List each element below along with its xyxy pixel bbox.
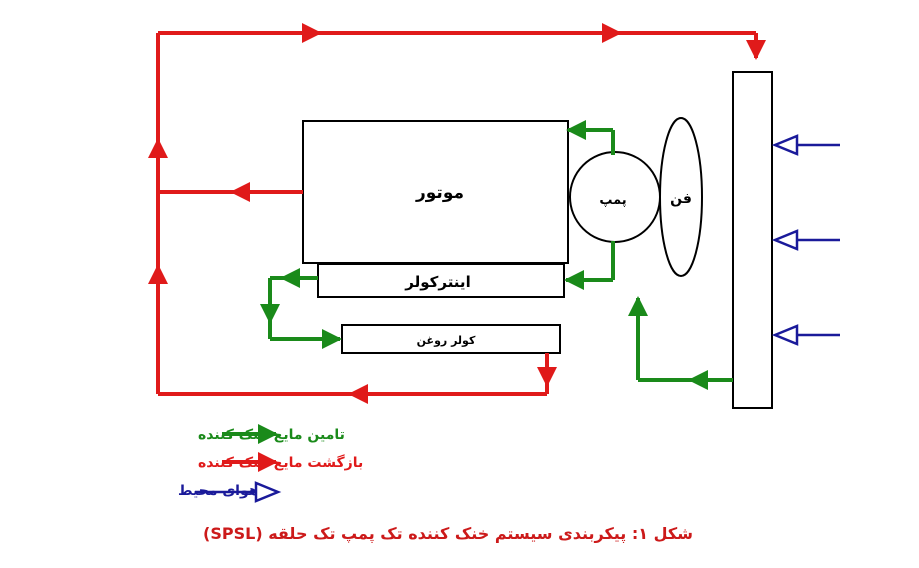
fan-ellipse	[659, 117, 703, 277]
figure-caption: شکل ۱: پیکربندی سیستم خنک کننده تک پمپ ت…	[203, 524, 693, 544]
pump-label: پمپ	[599, 193, 626, 208]
ambient-air-arrows	[771, 134, 840, 346]
fan-label: فن	[670, 191, 692, 207]
legend-ambient-air-arrowhead	[254, 481, 282, 503]
legend: تامین مایع خنک کننده بازگشت مایع خنک کنن…	[178, 424, 363, 503]
return-lines	[148, 23, 766, 404]
intercooler-box	[317, 263, 565, 298]
intercooler-label: اینترکولر	[404, 273, 470, 291]
supply-lines	[260, 120, 733, 390]
radiator-box	[732, 71, 773, 409]
oil-cooler-label: کولر روغن	[417, 334, 476, 347]
legend-return-label: بازگشت مایع خنک کننده	[198, 454, 363, 471]
motor-box	[302, 120, 569, 264]
oil-cooler-box	[341, 324, 561, 354]
motor-label: موتور	[415, 183, 464, 203]
